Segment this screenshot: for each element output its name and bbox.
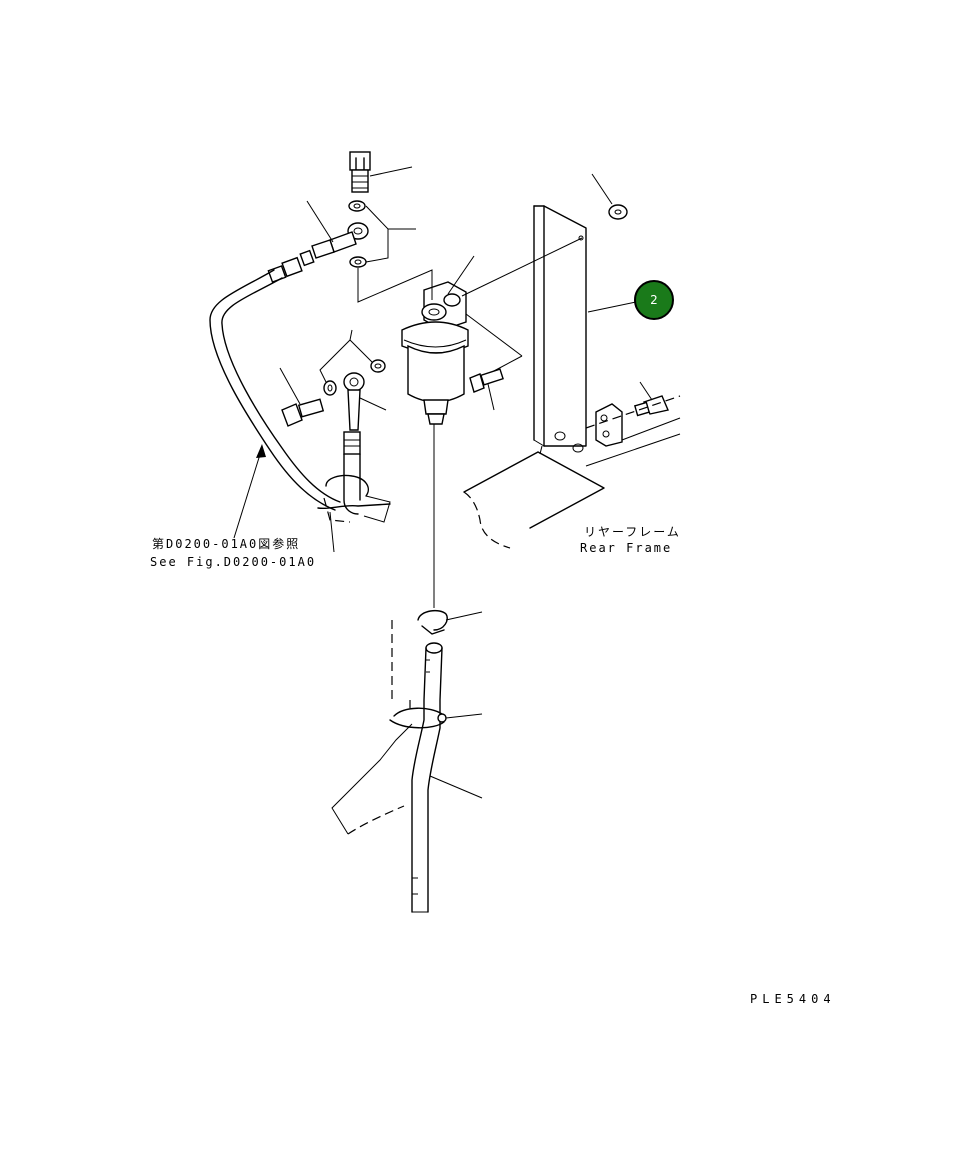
fuel-hose	[209, 269, 341, 511]
left-bolt	[281, 398, 325, 427]
rear-frame-plate	[463, 445, 605, 549]
top-nut	[608, 204, 628, 220]
hose-clamp-upper	[417, 609, 448, 635]
eye-joint-lower	[343, 372, 365, 431]
top-bolt	[349, 151, 371, 193]
callout-badge-number: 2	[650, 293, 658, 307]
drawing-code: PLE5404	[750, 992, 836, 1006]
fuel-filter	[401, 281, 469, 425]
lower-fitting	[317, 431, 391, 523]
eye-joint-top	[311, 222, 369, 259]
hose-clamp-lower	[389, 707, 447, 729]
reference-label-en: See Fig.D0200-01A0	[150, 555, 316, 569]
hose-fitting-left	[267, 249, 315, 283]
callout-badge[interactable]: 2	[634, 280, 674, 320]
washer-left	[323, 380, 337, 396]
side-bolt	[469, 368, 504, 393]
washer-right	[370, 359, 386, 373]
mounting-panel	[533, 205, 587, 453]
lower-pipe	[411, 642, 443, 913]
arrow-head-icon	[256, 444, 266, 458]
frame-label-en: Rear Frame	[580, 541, 672, 555]
washer-lower	[349, 256, 367, 268]
washer-top	[348, 200, 366, 212]
frame-label-jp: リヤーフレーム	[584, 525, 681, 539]
frame-outline-lower	[331, 620, 413, 835]
side-bracket	[595, 395, 669, 447]
reference-label-jp: 第D0200-01A0図参照	[152, 536, 300, 551]
